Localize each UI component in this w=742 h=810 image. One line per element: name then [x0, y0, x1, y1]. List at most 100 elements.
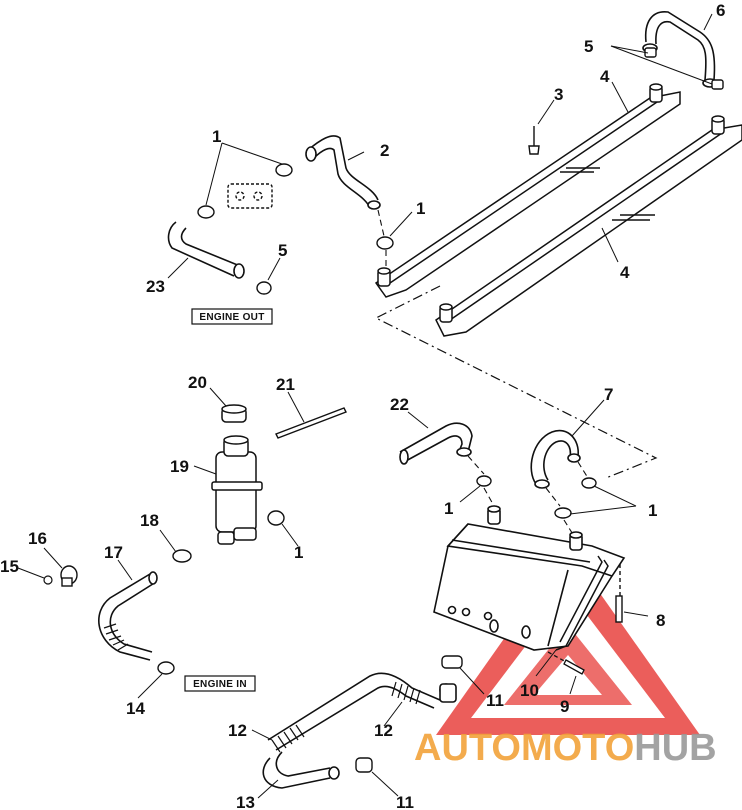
callout-5-left: 5 [278, 241, 287, 260]
hose-part-22 [399, 422, 473, 465]
heat-exchanger-rail-lower [435, 115, 742, 337]
leader-13 [257, 779, 279, 799]
callout-13: 13 [236, 793, 255, 810]
wordmark-auto: AUTO [414, 727, 521, 769]
bracket-part-10 [555, 555, 609, 651]
callout-1-topleft: 1 [212, 127, 221, 146]
callout-4-bottom: 4 [620, 263, 630, 282]
callout-8: 8 [656, 611, 665, 630]
callout-3: 3 [554, 85, 563, 104]
callout-22: 22 [390, 395, 409, 414]
callout-6: 6 [716, 1, 725, 20]
leader-22 [407, 411, 429, 429]
leader-6 [703, 13, 713, 31]
callout-15: 15 [0, 557, 19, 576]
leader-17 [117, 559, 133, 581]
callout-7: 7 [604, 385, 613, 404]
callout-21: 21 [276, 375, 295, 394]
leader-2 [347, 151, 365, 161]
screw-part-9 [547, 651, 585, 675]
bolt-part-3 [528, 126, 540, 155]
callout-16: 16 [28, 529, 47, 548]
leader-12a [251, 729, 273, 741]
reservoir-part-19 [211, 435, 263, 545]
fitting-block [227, 183, 273, 209]
callout-11-bottom: 11 [396, 793, 414, 810]
engine-in-tag: ENGINE IN [184, 675, 256, 692]
leader-19 [193, 465, 217, 475]
hose-clamps-part-1-right [476, 475, 597, 519]
wordmark-moto: MOTO [521, 727, 634, 769]
leader-11b [371, 771, 399, 797]
leader-18 [159, 529, 177, 553]
leader-10 [535, 649, 557, 677]
automotohub-wordmark: AUTOMOTOHUB [414, 727, 717, 769]
leader-9 [569, 675, 577, 695]
leader-1e [569, 505, 637, 515]
leader-21 [287, 391, 305, 423]
leader-7 [571, 399, 605, 437]
callout-1-rail: 1 [416, 199, 425, 218]
hose-clamp-part-5-left [256, 281, 272, 295]
leader-1b [389, 211, 413, 237]
hose-clamp-part-14 [157, 661, 175, 675]
leader-16 [43, 547, 63, 569]
leader-8 [623, 611, 649, 617]
hose-part-23 [167, 221, 245, 279]
callout-12-right: 12 [374, 721, 393, 740]
leader-3 [537, 99, 555, 125]
leader-1d [459, 485, 481, 503]
callout-2: 2 [380, 141, 389, 160]
engine-out-tag: ENGINE OUT [191, 308, 273, 325]
leader-5-left [267, 257, 281, 281]
screw-part-15 [43, 575, 53, 585]
callout-1-right: 1 [648, 501, 657, 520]
leader-5-top [610, 45, 649, 54]
engine-out-label: ENGINE OUT [199, 312, 264, 323]
cap-part-20 [221, 404, 247, 423]
callout-10: 10 [520, 681, 539, 700]
hose-clamps-part-11 [355, 655, 463, 773]
callout-4-top: 4 [600, 67, 610, 86]
callout-20: 20 [188, 373, 207, 392]
hose-ribs-part-12-right [391, 681, 421, 705]
svg-text:AUTOMOTOHUB: AUTOMOTOHUB [414, 727, 717, 769]
leader-1e-b [593, 485, 637, 507]
leader-12b [383, 701, 403, 727]
hose-part-2 [305, 135, 381, 210]
hose-part-17 [98, 571, 158, 661]
leader-23 [167, 257, 189, 279]
callout-5-top: 5 [584, 37, 593, 56]
callout-18: 18 [140, 511, 159, 530]
leader-4b [601, 227, 619, 263]
leader-15 [17, 567, 45, 579]
fitting-part-16 [60, 565, 78, 587]
callout-14: 14 [126, 699, 145, 718]
leader-11a [459, 667, 485, 695]
heat-exchanger-tank [433, 505, 626, 651]
leader-1c [281, 523, 299, 547]
hose-assembly-part-12-13 [262, 672, 457, 789]
dashed-connection-line [374, 285, 658, 479]
callout-labels: 6 5 3 4 1 2 1 5 23 4 20 21 22 7 19 1 1 1… [0, 1, 725, 810]
hose-ribs-part-17 [103, 623, 129, 651]
leader-20 [209, 387, 227, 407]
hose-clamps-part-5-top [644, 47, 724, 90]
wordmark-hub: HUB [634, 727, 716, 769]
stud-part-8 [615, 564, 623, 623]
hose-clamp-part-18 [172, 549, 192, 563]
leader-14 [137, 673, 163, 699]
callout-1-reservoir: 1 [294, 543, 303, 562]
callout-12-left: 12 [228, 721, 247, 740]
leader-4a [611, 81, 629, 113]
callout-19: 19 [170, 457, 189, 476]
watermark-triangle-hole [534, 655, 602, 695]
hose-part-7 [530, 429, 581, 489]
leader-1a [221, 142, 283, 165]
callout-9: 9 [560, 697, 569, 716]
leader-1a-b [205, 142, 223, 206]
hose-clamps-part-1-upper [197, 163, 394, 250]
callout-17: 17 [104, 543, 123, 562]
